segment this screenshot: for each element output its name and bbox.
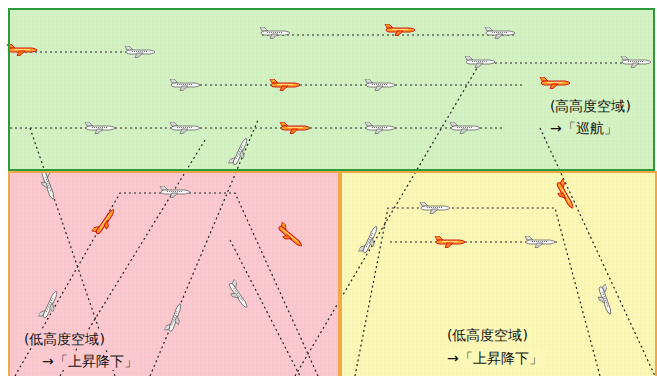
region-role: →「巡航」 <box>548 119 620 137</box>
low-altitude-region: (低高度空域) →「上昇降下」 <box>8 171 340 376</box>
region-role: →「上昇降下」 <box>40 352 140 370</box>
region-heading: (低高度空域) <box>22 330 107 348</box>
region-fills <box>8 8 657 376</box>
aircraft <box>7 24 651 334</box>
region-heading: (高高度空域) <box>548 97 633 115</box>
flight-paths <box>10 35 655 376</box>
low-altitude-region: (低高度空域) →「上昇降下」 <box>340 171 657 376</box>
region-role: →「上昇降下」 <box>445 349 545 367</box>
high-altitude-band: (高高度空域) →「巡航」 <box>8 8 655 171</box>
region-heading: (低高度空域) <box>445 326 530 344</box>
